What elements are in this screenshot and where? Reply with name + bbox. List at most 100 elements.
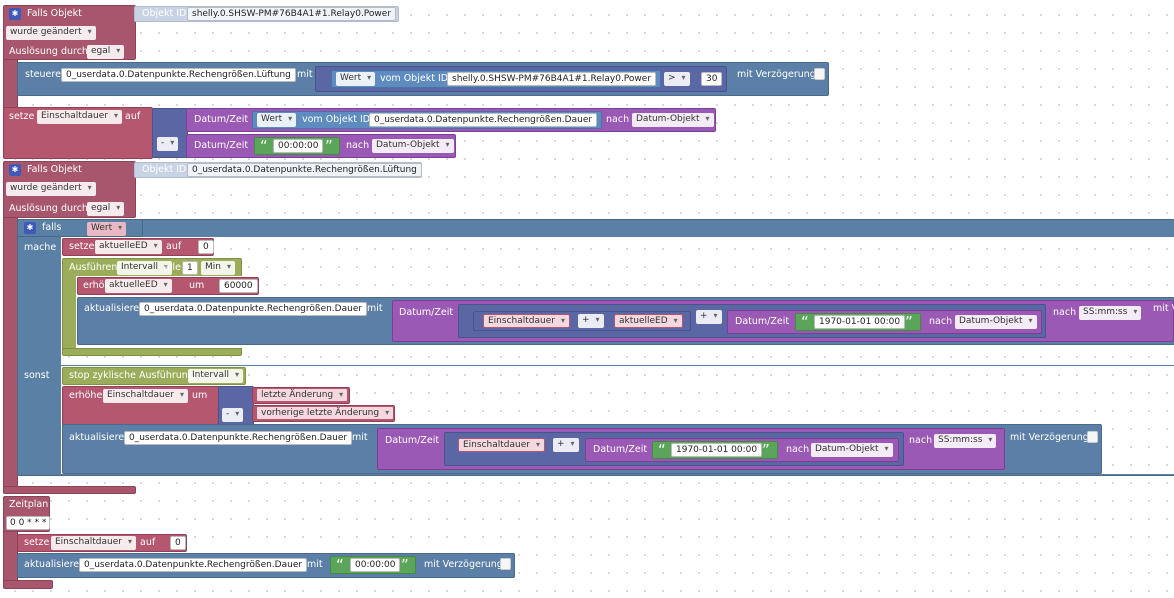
compare-op-dropdown[interactable]: >: [664, 72, 690, 86]
zeitplan-label: Zeitplan: [9, 499, 49, 510]
var-a-dropdown[interactable]: Einschaltdauer: [483, 314, 570, 328]
alle-value[interactable]: 1: [182, 261, 198, 275]
op-plus-dropdown[interactable]: +: [578, 314, 604, 328]
date-text-2[interactable]: 1970-01-01 00:00: [671, 443, 763, 457]
compare-value[interactable]: 30: [701, 72, 723, 86]
datum-zeit-label-5: Datum/Zeit: [385, 435, 440, 446]
format-dt-dropdown-2[interactable]: Datum-Objekt: [811, 443, 893, 457]
um-label-2: um: [192, 390, 208, 401]
quote-open-icon: “: [260, 137, 268, 155]
nach-label-2: nach: [346, 140, 370, 151]
mit-verzoegerung-checkbox[interactable]: [814, 68, 825, 80]
mit-verzoegerung-checkbox-3[interactable]: [500, 558, 511, 570]
op-plus-dropdown-3[interactable]: +: [553, 438, 579, 452]
mit-v-label: mit V: [1153, 303, 1174, 314]
sonst-label: sonst: [24, 370, 50, 381]
ausloesung-label: Auslösung durch: [9, 46, 88, 57]
setze-label-3: setze: [24, 537, 50, 548]
setze-var-dropdown-2[interactable]: aktuelleED: [95, 240, 162, 254]
mit-label: mit: [297, 69, 313, 80]
gear-icon[interactable]: ✱: [24, 222, 36, 234]
date-text[interactable]: 1970-01-01 00:00: [814, 315, 906, 329]
mit-label-3: mit: [352, 432, 368, 443]
setze-label: setze: [9, 111, 35, 122]
minus-dropdown-2[interactable]: -: [222, 408, 244, 422]
aktualisiere2-target[interactable]: 0_userdata.0.Datenpunkte.Rechengrößen.Da…: [124, 431, 353, 445]
intervall-dropdown[interactable]: Intervall: [117, 261, 172, 275]
erhoehe-value[interactable]: 60000: [219, 279, 258, 293]
trigger-dropdown[interactable]: wurde geändert: [6, 26, 96, 40]
mit-label-4: mit: [307, 559, 323, 570]
quote-close-icon: ”: [401, 556, 409, 574]
zeitplan-foot: [3, 580, 53, 589]
var-c-dropdown[interactable]: Einschaltdauer: [458, 438, 545, 452]
ausloesung-dropdown[interactable]: egal: [87, 45, 125, 59]
erhoehe2-var-dropdown[interactable]: Einschaltdauer: [103, 389, 188, 403]
datum-zeit-label-4: Datum/Zeit: [735, 316, 790, 327]
objekt-id-value-2[interactable]: 0_userdata.0.Datenpunkte.Rechengrößen.Lü…: [187, 163, 422, 177]
auf-label-3: auf: [140, 537, 156, 548]
trigger-dropdown-2[interactable]: wurde geändert: [6, 182, 96, 196]
steuere-label: steuere: [25, 69, 61, 80]
var-b-dropdown[interactable]: aktuelleED: [614, 314, 683, 328]
datum-zeit-label-6: Datum/Zeit: [593, 444, 648, 455]
stop-var-dropdown[interactable]: Intervall: [188, 369, 243, 383]
quote-open-icon: “: [801, 313, 809, 331]
cron-field[interactable]: 0 0 * * *: [6, 516, 51, 530]
setze-value[interactable]: 0: [198, 240, 214, 254]
wert-dropdown[interactable]: Wert: [336, 72, 376, 86]
mit-verzoegerung-label: mit Verzögerung: [737, 69, 816, 80]
mit-label-2: mit: [367, 303, 383, 314]
aktualisiere-target[interactable]: 0_userdata.0.Datenpunkte.Rechengrößen.Da…: [139, 302, 368, 316]
minus-dropdown[interactable]: -: [157, 137, 179, 151]
mit-verzoegerung-label-2: mit Verzögerung: [1010, 432, 1089, 443]
op-plus-dropdown-2[interactable]: +: [696, 310, 722, 324]
objekt-id-value[interactable]: shelly.0.SHSW-PM#76B4A1#1.Relay0.Power: [187, 7, 397, 21]
event-block-2-bottom: [3, 217, 18, 493]
vom-objekt-id-label-2: vom Objekt ID: [302, 114, 371, 125]
unit-dropdown[interactable]: Min: [201, 261, 235, 275]
setze-var-dropdown[interactable]: Einschaltdauer: [37, 110, 122, 124]
format-out-dropdown[interactable]: SS:mm:ss: [1079, 306, 1142, 320]
objekt-id-label: Objekt ID: [142, 8, 187, 19]
quote-close-icon: ”: [325, 137, 333, 155]
time-text[interactable]: 00:00:00: [273, 139, 324, 153]
falls-value-dropdown[interactable]: Wert: [87, 222, 127, 236]
vom-objekt-id-value-2[interactable]: 0_userdata.0.Datenpunkte.Rechengrößen.Da…: [369, 113, 598, 127]
nach-label: nach: [606, 114, 630, 125]
mit-verzoegerung-label-3: mit Verzögerung: [424, 559, 503, 570]
ausfuehren-label: Ausführen: [69, 262, 118, 273]
time-text-2[interactable]: 00:00:00: [350, 558, 401, 572]
setze-label-2: setze: [69, 241, 95, 252]
vorherige-dropdown[interactable]: vorherige letzte Änderung: [256, 406, 395, 420]
vom-objekt-id-label: vom Objekt ID: [380, 73, 449, 84]
vom-objekt-id-value[interactable]: shelly.0.SHSW-PM#76B4A1#1.Relay0.Power: [447, 72, 657, 86]
event-block-1-bottom: [3, 59, 18, 108]
wert-dropdown-2[interactable]: Wert: [257, 113, 297, 127]
gear-icon[interactable]: ✱: [9, 164, 21, 176]
datum-zeit-label-3: Datum/Zeit: [399, 307, 454, 318]
stop-label: stop zyklische Ausführung: [69, 370, 194, 381]
aktualisiere2-label: aktualisiere: [69, 432, 125, 443]
gear-icon[interactable]: ✱: [9, 8, 21, 20]
nach-label-5: nach: [786, 444, 810, 455]
aktualisiere-label: aktualisiere: [84, 303, 140, 314]
auf-label: auf: [125, 111, 141, 122]
erhoehe-var-dropdown[interactable]: aktuelleED: [105, 279, 172, 293]
aktualisiere3-target[interactable]: 0_userdata.0.Datenpunkte.Rechengrößen.Da…: [79, 558, 308, 572]
mit-verzoegerung-checkbox-2[interactable]: [1087, 431, 1098, 443]
falls-label: falls: [42, 222, 62, 233]
format-dropdown-2[interactable]: Datum-Objekt: [372, 139, 454, 153]
setze-var-dropdown-3[interactable]: Einschaltdauer: [51, 536, 136, 550]
ausloesung-dropdown-2[interactable]: egal: [87, 202, 125, 216]
letzte-dropdown[interactable]: letzte Änderung: [256, 388, 349, 402]
format-dt-dropdown[interactable]: Datum-Objekt: [955, 315, 1037, 329]
steuere-target[interactable]: 0_userdata.0.Datenpunkte.Rechengrößen.Lü…: [61, 68, 296, 82]
quote-open-icon: “: [658, 441, 666, 459]
quote-open-icon: “: [336, 556, 344, 574]
setze-value-3[interactable]: 0: [170, 536, 186, 550]
format-dropdown-1[interactable]: Datum-Objekt: [632, 113, 714, 127]
nach-label-4: nach: [1053, 307, 1077, 318]
format-out-dropdown-2[interactable]: SS:mm:ss: [934, 434, 997, 448]
nach-label-6: nach: [909, 435, 933, 446]
